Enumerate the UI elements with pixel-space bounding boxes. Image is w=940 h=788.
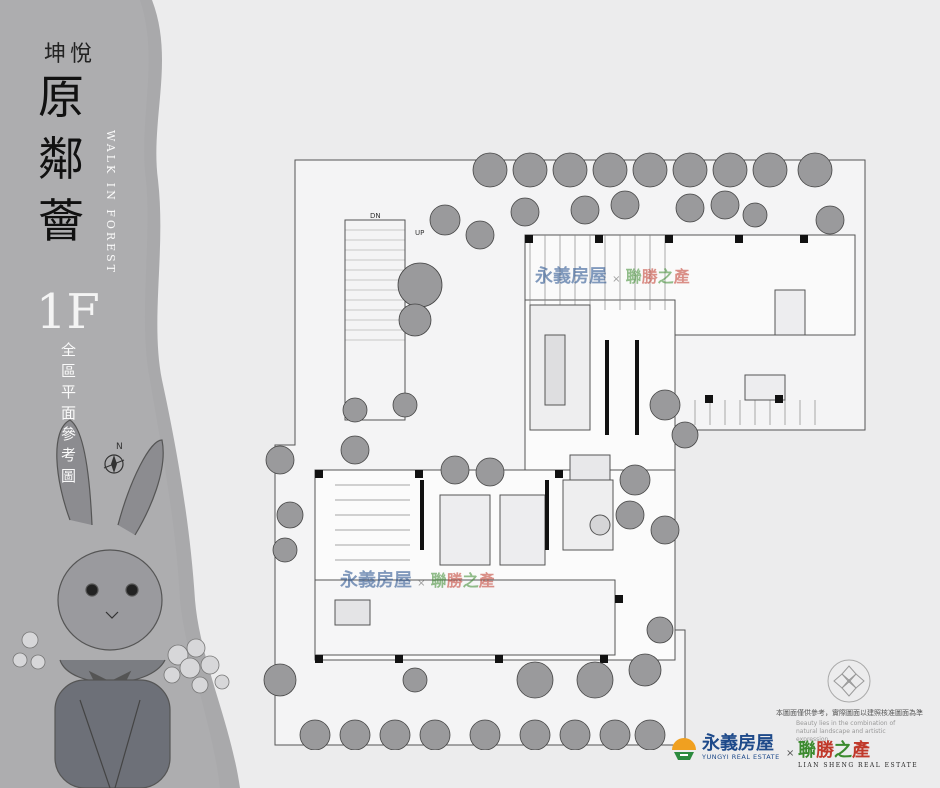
watermark-top-lian-4: 產 — [673, 267, 690, 286]
yungyi-english: YUNGYI REAL ESTATE — [702, 753, 780, 761]
watermark-bottom-yungyi: 永義房屋 — [340, 570, 412, 591]
rabbit-illustration — [54, 419, 171, 788]
lian-sheng-english: LIAN SHENG REAL ESTATE — [798, 762, 919, 769]
watermark-bottom-lian-2: 勝 — [446, 571, 463, 590]
watermark-top-times: × — [612, 274, 621, 285]
watermark-bottom-lian-3: 之 — [462, 571, 479, 590]
site-plan: DN UP — [263, 152, 866, 750]
lian-char-3: 之 — [834, 740, 852, 761]
project-title-line2: 薈 — [38, 194, 84, 248]
yungyi-emblem-icon — [672, 738, 696, 760]
watermark-top-yungyi: 永義房屋 — [535, 266, 607, 287]
watermark-bottom-lian-1: 聯 — [430, 571, 447, 590]
project-english-name: WALK IN FOREST — [104, 130, 117, 276]
compass-letter: N — [116, 442, 123, 452]
developer-name: 坤悅 — [44, 42, 97, 67]
flower-bouquet — [12, 631, 230, 694]
lian-sheng-logo: 聯勝之產 LIAN SHENG REAL ESTATE — [798, 736, 918, 769]
landscape-trees — [263, 152, 845, 750]
watermark-bottom-lian-4: 產 — [478, 571, 495, 590]
compass-icon: N — [103, 442, 125, 474]
floor-label: 1F — [36, 284, 100, 340]
project-title: 原鄰 薈 — [38, 66, 98, 252]
logo-times: × — [786, 748, 795, 759]
watermark-bottom: 永義房屋 × 聯勝之產 — [340, 566, 495, 592]
disclaimer-chinese: 本圖面僅供參考，實際圖面以建照核准圖面為準 — [776, 709, 923, 717]
watermark-top: 永義房屋 × 聯勝之產 — [535, 262, 690, 288]
plan-label-up: UP — [415, 229, 424, 237]
lian-char-4: 產 — [852, 740, 870, 761]
watermark-top-lian-3: 之 — [657, 267, 674, 286]
watermark-top-lian-2: 勝 — [641, 267, 658, 286]
disclaimer-english: Beauty lies in the combination of natura… — [796, 720, 896, 743]
ornament-seal-icon — [827, 659, 871, 703]
watermark-bottom-times: × — [417, 578, 426, 589]
project-title-line1: 原鄰 — [38, 70, 84, 186]
yungyi-name: 永義房屋 — [702, 733, 774, 754]
lian-char-1: 聯 — [798, 740, 816, 761]
yungyi-logo: 永義房屋 YUNGYI REAL ESTATE — [670, 734, 780, 762]
floor-caption: 全區平面參考圖 — [59, 342, 77, 489]
watermark-top-lian-1: 聯 — [625, 267, 642, 286]
lian-char-2: 勝 — [816, 740, 834, 761]
plan-label-dn: DN — [370, 212, 381, 220]
